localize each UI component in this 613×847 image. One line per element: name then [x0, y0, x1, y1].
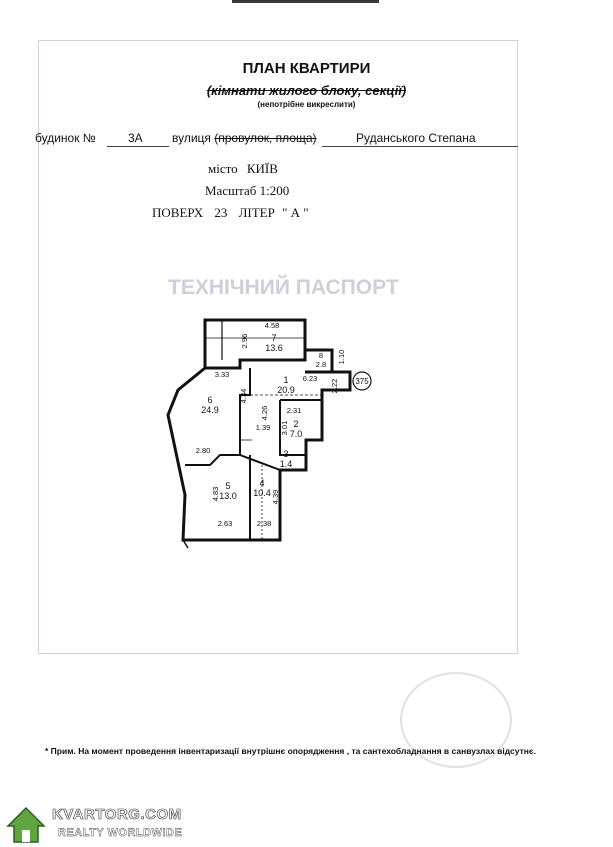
floor-label: ПОВЕРХ	[152, 205, 204, 220]
house-label: будинок №	[35, 131, 96, 145]
dim-2-22: 2.22	[330, 379, 339, 394]
house-logo-icon	[6, 806, 46, 843]
wall-room-8	[305, 348, 334, 374]
room-labels: 1 20.9 2 7.0 3 1.4 4 10.4 5 13.0 6 24.9 …	[201, 333, 326, 501]
wall-diagonal	[239, 454, 281, 471]
wall-corner	[182, 539, 189, 549]
dim-4-83: 4.83	[211, 487, 220, 502]
liter-label: ЛІТЕР	[238, 205, 275, 220]
street-label-prefix: вулиця	[172, 131, 215, 145]
street-name: Руданського Степана	[356, 131, 476, 145]
floor-value: 23	[214, 205, 228, 220]
wall-room-7	[203, 318, 307, 370]
room-2-number: 2	[293, 419, 298, 429]
dim-3-33: 3.33	[215, 370, 230, 379]
dim-4-39: 4.39	[271, 490, 280, 505]
room-8-number: 8	[319, 351, 323, 360]
footnote: * Прим. На момент проведення інвентариза…	[45, 746, 536, 756]
house-underline	[107, 146, 169, 147]
street-label: вулиця (провулок, площа)	[172, 131, 317, 145]
room-5-number: 5	[225, 481, 230, 491]
street-label-struck: (провулок, площа)	[214, 131, 317, 145]
street-underline	[322, 146, 518, 147]
room-6-number: 6	[207, 395, 212, 405]
room-4-area: 10.4	[253, 488, 271, 498]
dim-6-23: 6.23	[303, 374, 318, 383]
top-edge-bar	[232, 0, 379, 3]
faded-heading: ТЕХНІЧНИЙ ПАСПОРТ	[168, 276, 399, 299]
dimension-labels: 4.58 2.96 3.33 6.23 1.10 2.22 4.34 4.26 …	[196, 321, 346, 528]
dim-2-31: 2.31	[287, 406, 302, 415]
faded-stamp	[400, 672, 512, 768]
strike-note: (непотрібне викреслити)	[257, 100, 356, 109]
watermark-brand: KVARTORG.COM	[52, 806, 182, 824]
room-6-area: 24.9	[201, 405, 219, 415]
scale-text: Масштаб 1:200	[205, 183, 290, 198]
dim-2-63: 2.63	[218, 519, 233, 528]
room-2-area: 7.0	[290, 429, 303, 439]
room-3-number: 3	[283, 449, 288, 459]
floor-row: ПОВЕРХ 23 ЛІТЕР " А "	[152, 205, 309, 221]
plan-thin-lines	[205, 337, 322, 540]
position-marker	[352, 371, 372, 391]
position-marker-text: 375	[355, 377, 369, 386]
city-row: місто КИЇВ	[208, 161, 278, 177]
watermark-tagline: REALTY WORLDWIDE	[58, 827, 183, 839]
room-8-area: 2.8	[316, 360, 326, 369]
room-1-number: 1	[283, 375, 288, 385]
dim-1-39: 1.39	[256, 423, 271, 432]
dim-4-34: 4.34	[239, 389, 248, 404]
room-5-area: 13.0	[219, 491, 237, 501]
watermark-logo: KVARTORG.COM REALTY WORLDWIDE	[0, 800, 190, 847]
room-7-area: 13.6	[265, 343, 283, 353]
room-4-number: 4	[259, 478, 264, 488]
dim-4-58: 4.58	[265, 321, 280, 330]
city-label: місто	[208, 161, 238, 176]
dim-2-96: 2.96	[240, 334, 249, 349]
subtitle-text: (кімнати жилого блоку, секції)	[206, 83, 407, 98]
plan-walls	[166, 318, 352, 549]
page-title: ПЛАН КВАРТИРИ	[242, 60, 371, 77]
city-value: КИЇВ	[246, 161, 278, 176]
wall-outer	[166, 366, 352, 542]
dim-1-10: 1.10	[337, 350, 346, 365]
page-subtitle: (кімнати жилого блоку, секції)	[0, 83, 613, 98]
house-number: 3А	[128, 131, 143, 145]
dim-2-80: 2.80	[196, 446, 211, 455]
dim-3-01: 3.01	[280, 421, 289, 436]
wall-room-2	[279, 400, 306, 456]
faded-form-frame	[38, 40, 518, 654]
dim-4-26: 4.26	[260, 406, 269, 421]
liter-value: " А "	[282, 205, 309, 220]
room-7-number: 7	[271, 333, 276, 343]
dim-2-38: 2.38	[257, 519, 272, 528]
room-1-area: 20.9	[277, 385, 295, 395]
room-3-area: 1.4	[280, 459, 293, 469]
